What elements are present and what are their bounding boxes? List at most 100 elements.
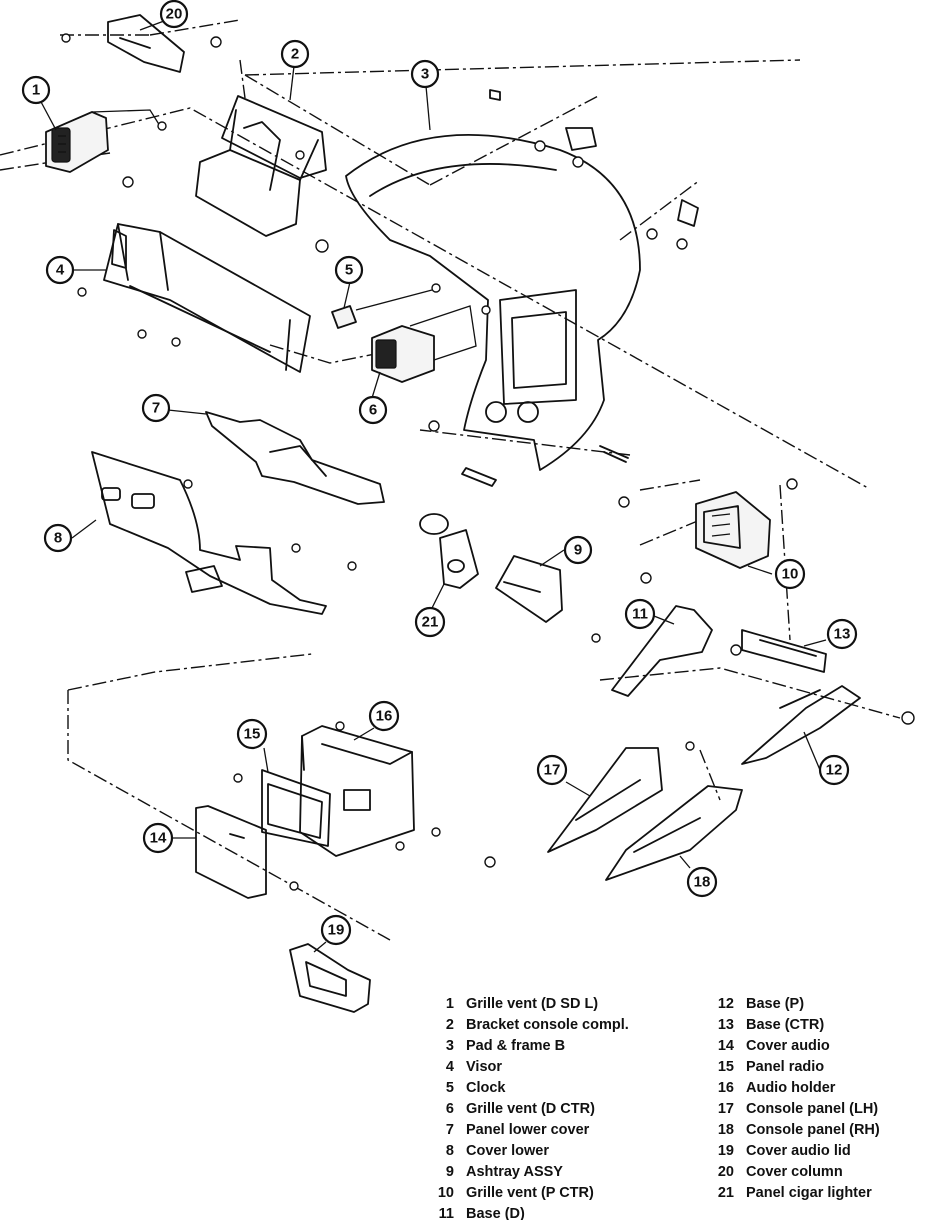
part-console-panel-lh <box>547 741 695 853</box>
legend-number: 5 <box>445 1080 454 1096</box>
legend-number: 10 <box>437 1185 454 1201</box>
part-base-d <box>611 572 742 697</box>
callout-8-label: 8 <box>54 530 62 547</box>
callout-18: 18 <box>686 866 718 898</box>
part-bracket-console <box>122 95 329 253</box>
legend-number: 9 <box>445 1164 454 1180</box>
legend-label: Cover column <box>746 1164 843 1180</box>
callout-4: 4 <box>45 255 75 285</box>
callout-17-label: 17 <box>544 762 561 779</box>
callout-2-label: 2 <box>291 46 299 63</box>
legend-number: 2 <box>445 1017 454 1033</box>
legend-item: 4 Visor <box>420 1057 629 1078</box>
legend-label: Panel radio <box>746 1059 825 1075</box>
callout-18-label: 18 <box>694 874 711 891</box>
legend-item: 1 Grille vent (D SD L) <box>420 994 629 1015</box>
callout-1-label: 1 <box>32 82 40 99</box>
callout-11: 11 <box>624 598 656 630</box>
part-base-p <box>741 685 915 765</box>
legend-label: Base (CTR) <box>746 1017 825 1033</box>
legend-number: 18 <box>717 1122 734 1138</box>
legend-item: 5 Clock <box>420 1078 629 1099</box>
callout-6-label: 6 <box>369 402 377 419</box>
callout-21: 21 <box>414 606 446 638</box>
callout-15: 15 <box>236 718 268 750</box>
legend-label: Cover lower <box>466 1143 549 1159</box>
callout-16-label: 16 <box>376 708 393 725</box>
legend-label: Panel lower cover <box>466 1122 590 1138</box>
legend-item: 7 Panel lower cover <box>420 1120 629 1141</box>
legend-number: 4 <box>445 1059 454 1075</box>
callout-6: 6 <box>358 395 388 425</box>
callout-4-label: 4 <box>56 262 65 279</box>
legend-label: Clock <box>466 1080 506 1096</box>
legend-label: Grille vent (D SD L) <box>466 996 599 1012</box>
callout-20-label: 20 <box>166 6 183 23</box>
legend-label: Panel cigar lighter <box>746 1185 872 1201</box>
legend-label: Base (P) <box>746 996 805 1012</box>
legend-label: Visor <box>466 1059 503 1075</box>
legend-label: Ashtray ASSY <box>466 1164 563 1180</box>
callout-14-label: 14 <box>150 830 167 847</box>
legend-label: Grille vent (D CTR) <box>466 1101 595 1117</box>
legend-item: 18 Console panel (RH) <box>700 1120 880 1141</box>
callout-7: 7 <box>141 393 171 423</box>
legend-item: 14 Cover audio <box>700 1036 880 1057</box>
legend-number: 1 <box>445 996 454 1012</box>
legend-number: 11 <box>438 1206 454 1220</box>
callout-7-label: 7 <box>152 400 160 417</box>
part-grille-vent-d-sd-l <box>45 109 167 173</box>
legend-label: Cover audio <box>746 1038 830 1054</box>
assembly-leader-lines <box>0 19 901 941</box>
callout-16: 16 <box>368 700 400 732</box>
callout-14: 14 <box>142 822 174 854</box>
callout-3: 3 <box>410 59 440 89</box>
callout-2: 2 <box>280 39 310 69</box>
legend-number: 14 <box>717 1038 734 1054</box>
callout-19: 19 <box>320 914 352 946</box>
callout-12: 12 <box>818 754 850 786</box>
callout-13-label: 13 <box>834 626 851 643</box>
legend-label: Console panel (RH) <box>746 1122 880 1138</box>
legend-number: 16 <box>717 1080 734 1096</box>
part-cover-audio <box>195 805 299 899</box>
part-ashtray <box>495 555 601 643</box>
part-base-ctr <box>741 629 827 673</box>
part-visor <box>77 223 311 373</box>
callout-5-label: 5 <box>345 262 353 279</box>
part-grille-vent-d-ctr <box>371 305 491 383</box>
legend-number: 6 <box>445 1101 454 1117</box>
callout-15-label: 15 <box>244 726 261 743</box>
legend-item: 9 Ashtray ASSY <box>420 1162 629 1183</box>
legend-item: 21 Panel cigar lighter <box>700 1183 880 1204</box>
callout-5: 5 <box>334 255 364 285</box>
legend-item: 6 Grille vent (D CTR) <box>420 1099 629 1120</box>
callout-leaders <box>39 17 827 953</box>
legend-number: 3 <box>445 1038 454 1054</box>
part-panel-radio <box>233 769 331 847</box>
callout-1: 1 <box>21 75 51 105</box>
part-audio-holder <box>299 721 496 868</box>
callout-3-label: 3 <box>421 66 429 83</box>
legend-label: Console panel (LH) <box>746 1101 879 1117</box>
part-cover-audio-lid <box>289 943 371 1013</box>
callout-9-label: 9 <box>574 542 582 559</box>
legend-number: 7 <box>445 1122 454 1138</box>
callout-9: 9 <box>563 535 593 565</box>
part-grille-vent-p-ctr <box>618 478 798 569</box>
part-panel-cigar-lighter <box>419 513 479 589</box>
legend-number: 19 <box>717 1143 734 1159</box>
callout-11-label: 11 <box>632 606 648 623</box>
legend-number: 12 <box>717 996 734 1012</box>
legend-number: 20 <box>717 1164 734 1180</box>
legend-number: 21 <box>717 1185 734 1201</box>
